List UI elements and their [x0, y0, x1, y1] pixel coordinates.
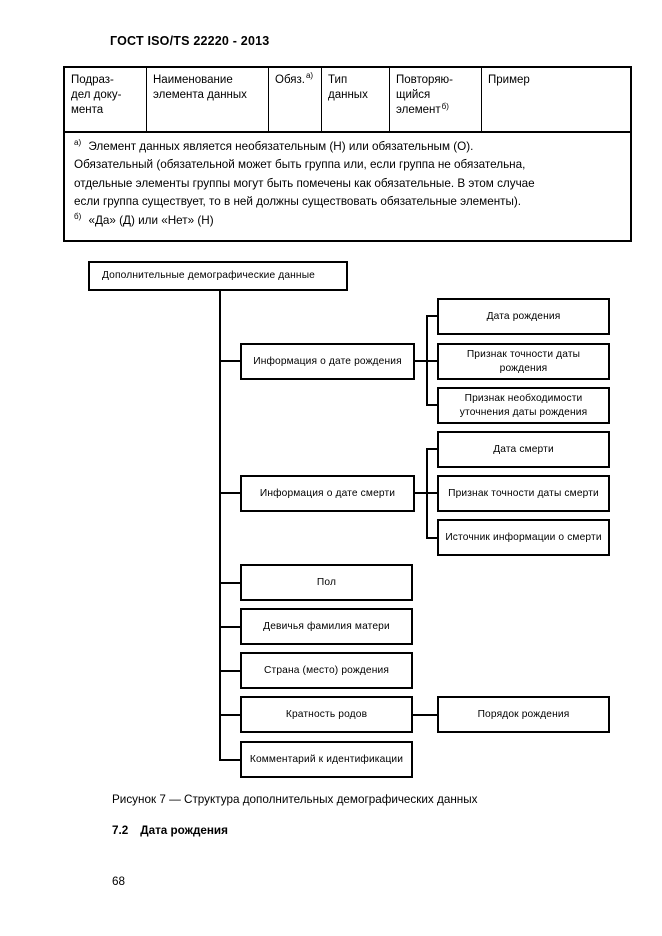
footnote-a-line-1: а) Элемент данных является необязательны…: [74, 138, 620, 156]
diagram-node-mother-maiden-name-label: Девичья фамилия матери: [263, 620, 390, 632]
footnote-b-marker: б): [74, 211, 82, 221]
connector-branch-2-stub: [219, 492, 240, 494]
column-header-example: Пример: [481, 67, 631, 132]
connector-branch-3-stub: [219, 582, 240, 584]
diagram-node-mother-maiden-name: Девичья фамилия матери: [240, 608, 413, 645]
connector-leaf-birth-refine: [426, 404, 437, 406]
table-footnotes: а) Элемент данных является необязательны…: [64, 130, 631, 242]
diagram-node-birth-order: Порядок рождения: [437, 696, 610, 733]
connector-leaf-birth-date: [426, 315, 437, 317]
connector-main-trunk: [219, 291, 221, 761]
document-running-header: ГОСТ ISO/TS 22220 - 2013: [110, 34, 270, 48]
connector-leaf-birth-accuracy: [426, 360, 437, 362]
diagram-node-birth-plurality-label: Кратность родов: [285, 708, 368, 720]
footnote-a-marker: а): [74, 137, 82, 147]
diagram-node-birth-date-label: Дата рождения: [486, 310, 561, 322]
connector-branch-5-stub: [219, 670, 240, 672]
footnote-b-line-1: б) «Да» (Д) или «Нет» (Н): [74, 212, 620, 230]
diagram-node-identification-comment-label: Комментарий к идентификации: [249, 753, 404, 765]
connector-branch-6-stub: [219, 714, 240, 716]
column-header-subsection-label: Подраз-дел доку-мента: [71, 74, 122, 117]
diagram-node-death-accuracy-flag: Признак точности даты смерти: [437, 475, 610, 512]
footnote-a-line-2: Обязательный (обязательной может быть гр…: [74, 158, 526, 172]
diagram-node-birth-plurality: Кратность родов: [240, 696, 413, 733]
diagram-node-death-info-source-label: Источник информации о смерти: [445, 531, 602, 543]
connector-branch-1-stub: [219, 360, 240, 362]
diagram-node-death-date-label: Дата смерти: [493, 443, 554, 455]
connector-branch-2-subspine: [426, 448, 428, 539]
diagram-node-birth-date-info: Информация о дате рождения: [240, 343, 415, 380]
footnote-a-line-3: отдельные элементы группы могут быть пом…: [74, 176, 535, 190]
diagram-node-death-date: Дата смерти: [437, 431, 610, 468]
footnote-a-line-4: если группа существует, то в ней должны …: [74, 195, 522, 209]
section-heading: 7.2 Дата рождения: [112, 824, 228, 837]
diagram-node-death-date-info: Информация о дате смерти: [240, 475, 415, 512]
connector-branch-4-stub: [219, 626, 240, 628]
diagram-node-death-accuracy-flag-label: Признак точности даты смерти: [448, 487, 599, 499]
footnote-ref-a: а): [305, 71, 314, 81]
diagram-node-birth-country-label: Страна (место) рождения: [264, 664, 389, 676]
table-notes-row: а) Элемент данных является необязательны…: [64, 130, 631, 242]
column-header-obligation-label: Обяз.: [275, 74, 305, 86]
column-header-subsection: Подраз-дел доку-мента: [64, 67, 147, 132]
column-header-example-label: Пример: [488, 74, 530, 86]
footnote-b-text-1: «Да» (Д) или «Нет» (Н): [88, 213, 214, 227]
footnote-a-text-1: Элемент данных является необязательным (…: [88, 139, 474, 153]
section-number: 7.2: [112, 824, 129, 837]
connector-leaf-death-accuracy: [426, 492, 437, 494]
diagram-node-birth-accuracy-flag-label: Признак точности даты рождения: [466, 349, 581, 374]
connector-branch-6-out: [413, 714, 437, 716]
column-header-obligation: Обяз.а): [268, 67, 322, 132]
diagram-node-birth-country: Страна (место) рождения: [240, 652, 413, 689]
diagram-node-birth-refinement-flag: Признак необходимости уточнения даты рож…: [437, 387, 610, 424]
connector-branch-2-out: [415, 492, 428, 494]
diagram-node-death-date-info-label: Информация о дате смерти: [259, 487, 396, 499]
figure-caption: Рисунок 7 — Структура дополнительных дем…: [112, 793, 478, 806]
connector-branch-7-stub: [219, 759, 240, 761]
section-title: Дата рождения: [140, 824, 228, 837]
diagram-node-root-label: Дополнительные демографические данные: [102, 270, 315, 282]
diagram-node-birth-date-info-label: Информация о дате рождения: [253, 355, 402, 367]
footnote-ref-b: б): [441, 101, 449, 111]
connector-leaf-death-date: [426, 448, 437, 450]
diagram-node-birth-refinement-flag-label: Признак необходимости уточнения даты рож…: [459, 393, 588, 418]
connector-branch-1-subspine: [426, 316, 428, 406]
diagram-node-birth-order-label: Порядок рождения: [477, 708, 570, 720]
connector-branch-1-out: [415, 360, 428, 362]
diagram-node-birth-date: Дата рождения: [437, 298, 610, 335]
diagram-node-sex: Пол: [240, 564, 413, 601]
page-number: 68: [112, 875, 126, 888]
diagram-node-death-info-source: Источник информации о смерти: [437, 519, 610, 556]
diagram-node-identification-comment: Комментарий к идентификации: [240, 741, 413, 778]
diagram-node-birth-accuracy-flag: Признак точности даты рождения: [437, 343, 610, 380]
connector-leaf-death-source: [426, 537, 437, 539]
diagram-node-root: Дополнительные демографические данные: [88, 261, 348, 291]
diagram-node-sex-label: Пол: [316, 576, 337, 588]
